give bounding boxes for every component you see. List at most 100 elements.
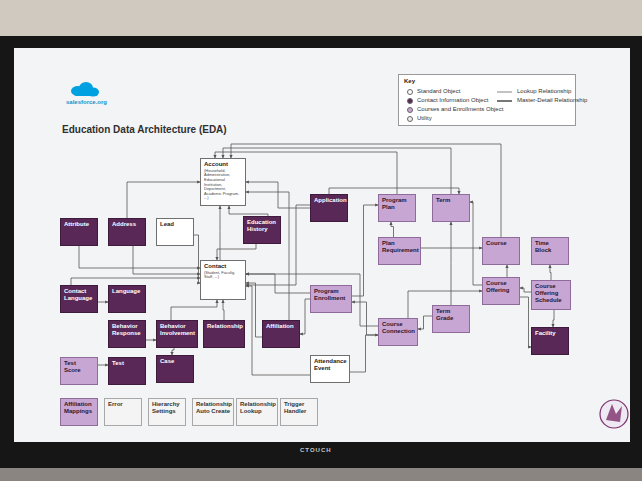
object-name: Lead (160, 221, 190, 228)
object-box: Behavior Response (108, 320, 146, 348)
object-name: Affiliation (266, 323, 296, 330)
object-name: Account (204, 161, 242, 168)
object-box: Plan Requirement (378, 237, 421, 265)
object-name: Term Grade (436, 308, 466, 322)
object-box: Affiliation (262, 320, 300, 348)
object-name: Course Offering Schedule (535, 283, 567, 304)
relationship-connector (79, 246, 200, 268)
object-name: Trigger Handler (284, 401, 314, 415)
relationship-connector (246, 274, 378, 326)
object-box: Affiliation Mappings (60, 398, 98, 426)
object-name: Plan Requirement (382, 240, 417, 254)
object-name: Address (112, 221, 142, 228)
object-name: Contact (204, 263, 242, 270)
object-box: Contact Language (60, 285, 98, 313)
object-name: Application (314, 197, 344, 204)
table-edge (0, 468, 642, 481)
object-name: Test Score (64, 360, 94, 374)
object-note: (Student, Faculty, Staff, ...) (204, 271, 242, 280)
object-box: Case (156, 355, 194, 383)
diagram-title: Education Data Architecture (EDA) (62, 124, 227, 135)
object-box: Relationship Auto Create (192, 398, 234, 426)
relationship-connector (98, 365, 108, 366)
object-box: Program Plan (378, 194, 416, 222)
object-box: Facility (531, 327, 569, 355)
relationship-connector (246, 274, 310, 293)
relationship-connector (246, 182, 310, 208)
relationship-connector (171, 300, 217, 320)
object-name: Course Connection (382, 321, 414, 335)
relationship-connector (223, 300, 224, 320)
object-box: Program Enrollment (310, 285, 352, 313)
object-name: Course (486, 240, 516, 247)
brand-text: CTOUCH (300, 447, 332, 453)
object-box: Term (432, 194, 470, 222)
object-box: Course Connection (378, 318, 418, 346)
legend-item: Contact Information Object (407, 97, 488, 105)
object-box: Hierarchy Settings (148, 398, 186, 426)
legend-text: Courses and Enrollments Object (417, 106, 503, 112)
relationship-connector (352, 302, 378, 335)
legend-line-sample (497, 98, 513, 104)
relationship-connector (98, 302, 108, 303)
relationship-connector (133, 246, 200, 274)
object-name: Term (436, 197, 466, 204)
relationship-connector (507, 265, 508, 277)
object-name: Hierarchy Settings (152, 401, 182, 415)
relationship-connector (391, 222, 394, 237)
legend-line (497, 100, 512, 102)
relationship-connector (172, 348, 174, 355)
legend-text: Utility (417, 115, 432, 121)
object-name: Program Enrollment (314, 288, 348, 302)
object-box: Course Offering Schedule (531, 280, 571, 310)
legend-item: Courses and Enrollments Object (407, 106, 503, 114)
legend-line-sample (497, 89, 513, 95)
logo-text: salesforce.org (66, 99, 107, 105)
object-name: Program Plan (382, 197, 412, 211)
object-name: Relationship Lookup (240, 401, 274, 415)
emblem-ring (600, 400, 628, 428)
object-name: Error (108, 401, 138, 408)
legend-item: Lookup Relationship (497, 88, 571, 96)
relationship-connector (217, 244, 256, 260)
object-name: Facility (535, 330, 565, 337)
object-box: Contact(Student, Faculty, Staff, ...) (200, 260, 246, 300)
relationship-connector (352, 205, 378, 296)
object-box: Relationship (203, 320, 245, 348)
object-box: Attribute (60, 218, 98, 246)
object-name: Relationship (207, 323, 241, 330)
legend-swatch (407, 107, 413, 113)
object-box: Test (108, 357, 146, 385)
legend-text: Lookup Relationship (517, 88, 571, 94)
legend-box: Standard ObjectContact Information Objec… (398, 74, 576, 126)
relationship-connector (418, 316, 432, 329)
object-name: Attendance Event (314, 358, 346, 372)
relationship-connector (451, 222, 452, 305)
relationship-connector (246, 283, 262, 337)
monitor-bezel (0, 36, 642, 470)
object-box: Lead (156, 218, 194, 246)
relationship-connector (550, 265, 551, 280)
emblem-figure (606, 404, 622, 422)
object-name: Affiliation Mappings (64, 401, 94, 415)
object-box: Term Grade (432, 305, 470, 333)
relationship-connector (127, 182, 200, 218)
object-name: Attribute (64, 221, 94, 228)
object-name: Test (112, 360, 142, 367)
relationship-connector (520, 288, 531, 292)
object-name: Relationship Auto Create (196, 401, 230, 415)
object-name: Behavior Involvement (160, 323, 194, 337)
cloud-part (74, 91, 98, 96)
legend-line (497, 92, 512, 93)
relationship-connector (229, 206, 268, 216)
object-name: Behavior Response (112, 323, 142, 337)
relationship-connector (470, 202, 482, 285)
relationship-connector (520, 297, 531, 347)
relationship-connector (246, 286, 310, 375)
legend-text: Standard Object (417, 88, 460, 94)
object-box: Relationship Lookup (236, 398, 278, 426)
relationship-connector (146, 340, 156, 341)
relationship-connector (246, 192, 289, 320)
